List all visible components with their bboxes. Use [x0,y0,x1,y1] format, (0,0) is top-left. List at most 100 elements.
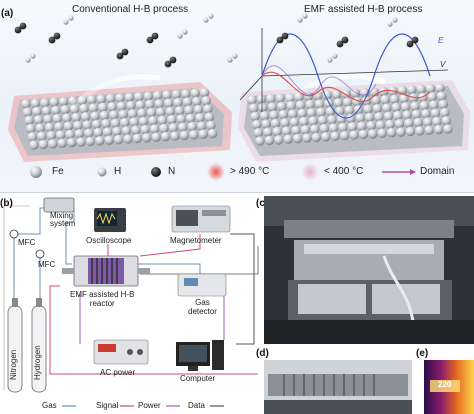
h2-molecule [63,15,74,25]
thermal-readout: 220 [438,380,452,389]
fe-atom [263,127,273,137]
fe-atom [421,109,431,119]
fe-atom [382,103,392,113]
fe-atom [383,111,394,121]
hydrogen-label: Hydrogen [33,345,42,380]
fe-atom [258,102,268,113]
fe-atom [358,129,369,140]
fe-atom [149,124,160,134]
fe-atom [433,124,444,135]
fe-atom [167,114,177,125]
panel-d-letter: (d) [256,348,269,359]
fe-atom [407,85,417,95]
fe-atom [261,119,272,129]
fe-atom [302,133,312,143]
fe-atom [430,108,441,118]
fe-atom [99,110,110,121]
fe-atom [427,92,438,102]
fe-atom [411,109,422,120]
fe-atom [281,126,292,136]
fe-atom [435,83,445,93]
thermal-image: 220 [424,360,474,414]
fe-atom [322,90,333,100]
fe-atom [126,100,136,111]
fe-atom [266,94,276,104]
fe-atom [58,96,69,107]
fe-atom [364,112,375,123]
legend-label-mild: < 400 °C [324,166,364,177]
fe-atom [159,123,169,134]
reactor-photo-image [264,196,474,344]
fe-atom [160,131,171,142]
fe-atom [168,123,179,133]
fe-atom [402,110,413,120]
fe-atom [146,107,157,118]
mfc-top-label: MFC [18,238,36,247]
fe-atom [38,139,49,150]
h2-molecule [297,13,308,23]
fe-atom [195,113,205,123]
nitrogen-label: Nitrogen [9,349,18,380]
fe-atom [55,130,66,140]
fe-atom [145,99,155,110]
fe-atom [419,100,430,111]
mixing-system-box [43,197,75,213]
fe-atom [174,106,185,116]
fe-atom [123,134,133,144]
fe-atom [88,103,99,113]
fe-atom [37,131,47,141]
fe-atom [91,119,102,130]
fe-atom [292,133,303,144]
fe-atom [26,123,36,134]
conventional-catalyst-slab [8,82,232,162]
fe-atom [380,95,391,105]
fe-atom [76,137,86,147]
fe-atom [140,124,150,135]
fe-atom [308,116,319,126]
fe-atom [335,106,345,116]
fe-atom [247,95,257,105]
panel-b-setup-diagram: (b) Mixing system MFC MFC Oscilloscope M… [0,194,262,414]
fe-atom [171,89,182,100]
n2-molecule [406,36,419,48]
fe-atom [143,91,153,101]
fe-atom [207,128,218,139]
computer-tower-icon [212,340,224,370]
fe-atom [105,93,116,104]
fe-atom [109,110,119,120]
fe-atom [440,107,450,118]
legend-label-hot: > 490 °C [230,166,270,177]
panel-b-letter: (b) [0,198,13,209]
fe-atom [66,137,77,148]
n2-molecule [336,36,349,48]
fe-atom [280,118,290,128]
fe-atom [330,131,341,141]
fe-atom [112,126,122,137]
n2-molecule [164,56,177,68]
fe-atom [152,90,163,101]
fe-atom [33,115,44,125]
fe-atom [60,105,70,115]
fe-atom [138,116,149,127]
legend-data-label: Data [188,401,205,410]
fe-atom [274,135,284,145]
fe-atom [201,96,211,106]
fe-atom [57,138,67,148]
fe-atom [378,86,389,97]
fe-atom [410,101,420,111]
fe-atom [339,130,350,141]
panel-c-letter: (c) [256,198,269,209]
fe-atom [327,115,337,125]
fe-atom [82,120,92,130]
fe-atom [297,108,308,119]
fe-atom [182,97,193,107]
fe-atom [51,105,61,116]
h-ball-icon [97,167,107,177]
fe-atom [178,122,188,132]
fe-atom [259,111,270,121]
h2-molecule [25,53,36,63]
fe-atom [328,123,339,133]
fe-atom [54,122,64,132]
fe-atom [438,99,449,110]
fe-atom [404,118,414,128]
